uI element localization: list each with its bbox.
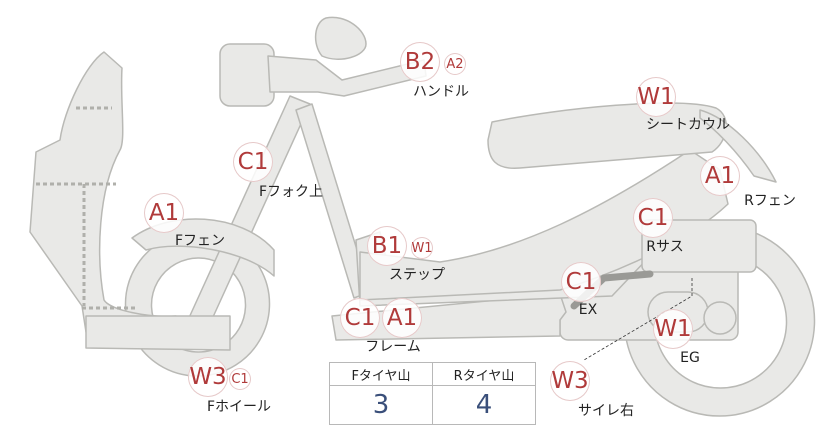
front-fender-label: Fフェン xyxy=(174,233,226,249)
seat-label: シートカウル xyxy=(646,117,730,133)
front-tire-value: 3 xyxy=(329,385,433,425)
handle-subgrade: A2 xyxy=(444,53,466,75)
step-subgrade: W1 xyxy=(411,237,433,259)
rear-suspension-label: Rサス xyxy=(646,239,684,255)
front-wheel-subgrade: C1 xyxy=(229,368,251,390)
frame-grade-1: C1 xyxy=(340,298,380,338)
front-wheel-label: Fホイール xyxy=(206,399,272,415)
front-tire-header: Fタイヤ山 xyxy=(329,362,433,386)
muffler-label: サイレ右 xyxy=(578,403,634,419)
frame-grade-2: A1 xyxy=(382,298,422,338)
seat-grade: W1 xyxy=(636,77,676,117)
fork-label: Fフォク上 xyxy=(258,184,324,200)
leg-shield-bottom xyxy=(85,315,231,351)
headlight xyxy=(219,43,275,107)
front-wheel-grade: W3 xyxy=(188,357,228,397)
exhaust-label: EX xyxy=(578,302,598,318)
rear-tire-header: Rタイヤ山 xyxy=(432,362,536,386)
rear-suspension-grade: C1 xyxy=(633,198,673,238)
handle-label: ハンドル xyxy=(413,84,469,100)
tail-piece xyxy=(699,109,777,183)
engine-hub xyxy=(703,301,737,335)
step-grade: B1 xyxy=(367,226,407,266)
muffler-leader-line xyxy=(583,278,693,361)
seat-cowl xyxy=(487,102,727,169)
engine-grade: W1 xyxy=(653,309,693,349)
muffler-grade: W3 xyxy=(550,361,590,401)
handle-grade: B2 xyxy=(400,42,440,82)
leg-shield xyxy=(29,51,177,337)
front-fender-grade: A1 xyxy=(144,193,184,233)
mirror xyxy=(314,16,367,60)
fork-grade: C1 xyxy=(233,142,273,182)
rear-fender-grade: A1 xyxy=(700,156,740,196)
rear-shock-box xyxy=(641,219,757,273)
frame-label: フレーム xyxy=(365,339,421,355)
rear-fender-label: Rフェン xyxy=(744,193,796,209)
rear-tire-value: 4 xyxy=(432,385,536,425)
exhaust-grade: C1 xyxy=(561,262,601,302)
engine-label: EG xyxy=(680,350,700,366)
step-label: ステップ xyxy=(389,267,445,283)
tire-tread-table: Fタイヤ山 Rタイヤ山 3 4 xyxy=(329,362,536,425)
